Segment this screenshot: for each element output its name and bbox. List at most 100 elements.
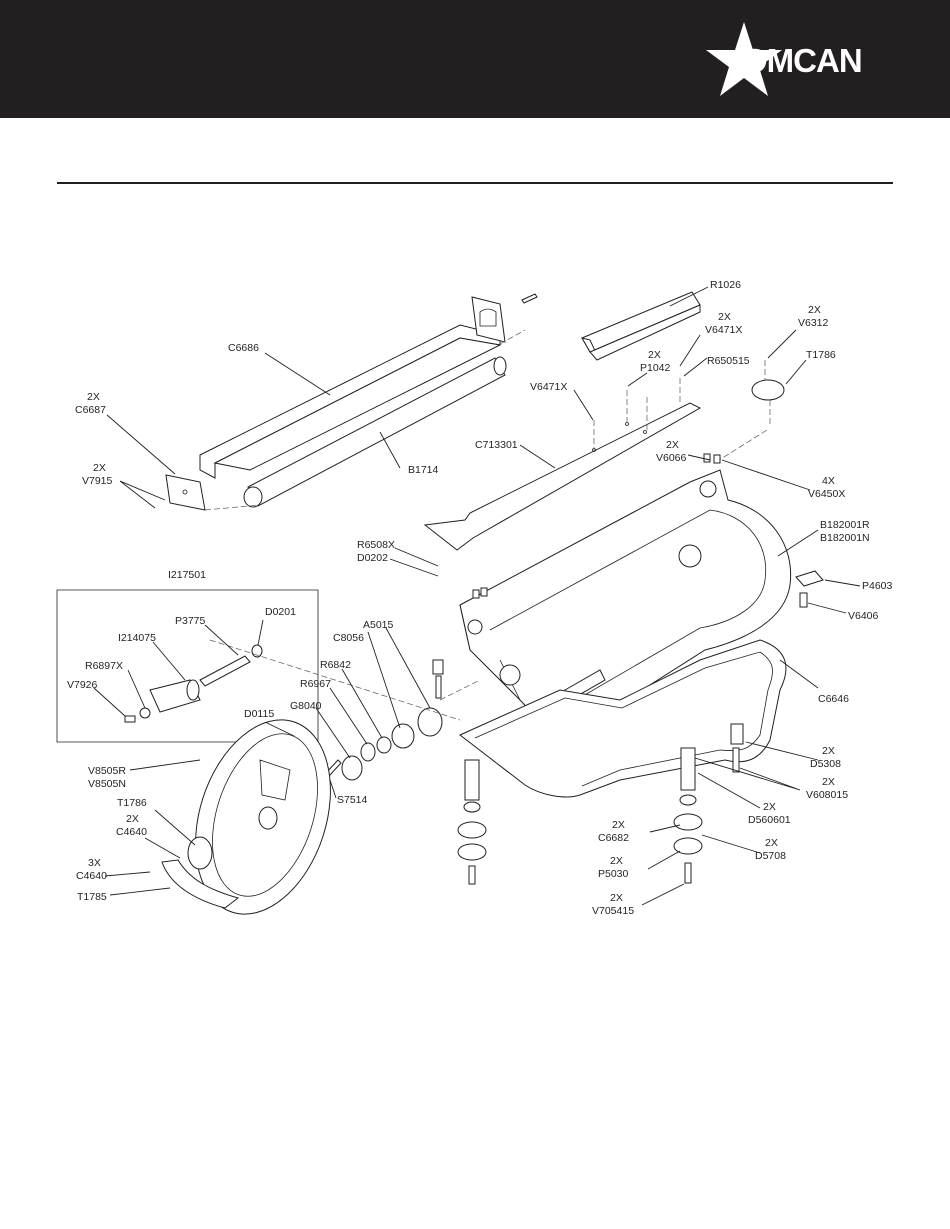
leader-lines: [93, 286, 861, 906]
end-cap-top: [471, 296, 506, 343]
screw-v7926: [124, 715, 136, 723]
dash-line: [593, 378, 681, 450]
label-c6646: C6646: [818, 693, 849, 705]
label-c6687: C6687: [75, 404, 106, 416]
cover-c6686: [199, 324, 502, 479]
label-qty: 2X: [666, 439, 679, 451]
pivot-i214075: [149, 679, 201, 713]
label-r6508x: R6508X: [357, 539, 395, 551]
main-body-b182001: [459, 469, 792, 743]
foot-left: [432, 659, 487, 885]
label-qty: 2X: [822, 745, 835, 757]
label-c6686: C6686: [228, 342, 259, 354]
label-b1714: B1714: [408, 464, 439, 476]
label-i217501: I217501: [168, 569, 206, 581]
label-b182001n: B182001N: [820, 532, 870, 544]
label-c4640: C4640: [76, 870, 107, 882]
label-i214075: I214075: [118, 632, 156, 644]
roller-b1714: [243, 356, 507, 508]
omcan-star-logo-icon: [706, 22, 782, 96]
label-v6471x: V6471X: [530, 381, 567, 393]
label-v6066: V6066: [656, 452, 687, 464]
label-r6967: R6967: [300, 678, 331, 690]
screws-v6066: [472, 453, 721, 599]
label-qty: 2X: [126, 813, 139, 825]
label-s7514: S7514: [337, 794, 368, 806]
foot-right: [673, 723, 744, 884]
label-v6406: V6406: [848, 610, 879, 622]
label-v705415: V705415: [592, 905, 634, 917]
label-v608015: V608015: [806, 789, 848, 801]
guard-c713301: [423, 402, 702, 551]
cap-t1786-wheel: [187, 836, 213, 870]
label-v6312: V6312: [798, 317, 829, 329]
label-qty: 2X: [610, 855, 623, 867]
label-p1042: P1042: [640, 362, 671, 374]
part-r6967: [360, 742, 376, 762]
label-qty: 2X: [610, 892, 623, 904]
wheel-v8505: [195, 719, 331, 915]
label-qty: 2X: [93, 462, 106, 474]
label-t1785: T1785: [77, 891, 107, 903]
label-c4640: C4640: [116, 826, 147, 838]
page-header: OMCAN: [0, 0, 950, 118]
screw-top: [521, 293, 538, 304]
label-b182001r: B182001R: [820, 519, 870, 531]
label-r650515: R650515: [707, 355, 750, 367]
label-d0202: D0202: [357, 552, 388, 564]
part-r6842: [376, 736, 392, 754]
label-c8056: C8056: [333, 632, 364, 644]
label-d560601: D560601: [748, 814, 791, 826]
label-r1026: R1026: [710, 279, 741, 291]
label-c713301: C713301: [475, 439, 518, 451]
plate-p4603: [795, 570, 824, 587]
label-d5308: D5308: [810, 758, 841, 770]
screw-v6406: [799, 592, 808, 608]
label-g8040: G8040: [290, 700, 322, 712]
end-cap-c6687: [165, 474, 206, 511]
label-r6897x: R6897X: [85, 660, 123, 672]
label-v7926: V7926: [67, 679, 98, 691]
label-qty: 2X: [808, 304, 821, 316]
label-v8505r: V8505R: [88, 765, 126, 777]
label-p5030: P5030: [598, 868, 629, 880]
label-a5015: A5015: [363, 619, 394, 631]
guard-t1785: [161, 859, 240, 909]
label-qty: 2X: [822, 776, 835, 788]
label-qty: 2X: [87, 391, 100, 403]
label-d0201: D0201: [265, 606, 296, 618]
label-v8505n: V8505N: [88, 778, 126, 790]
label-c6682: C6682: [598, 832, 629, 844]
label-qty: 4X: [822, 475, 835, 487]
label-v6450x: V6450X: [808, 488, 845, 500]
washer-r6897x: [139, 707, 151, 719]
dash-line: [204, 329, 526, 511]
label-t1786: T1786: [806, 349, 836, 361]
label-p3775: P3775: [175, 615, 206, 627]
label-t1786-wheel: T1786: [117, 797, 147, 809]
base-plate-c6646: [459, 639, 787, 798]
label-qty: 2X: [763, 801, 776, 813]
label-r6842: R6842: [320, 659, 351, 671]
label-p4603: P4603: [862, 580, 893, 592]
label-d5708: D5708: [755, 850, 786, 862]
dash-line: [715, 360, 771, 463]
part-a5015: [417, 707, 443, 737]
brand-logo-text: OMCAN: [742, 42, 863, 79]
label-qty: 2X: [612, 819, 625, 831]
dash-line: [209, 639, 481, 721]
label-qty: 2X: [648, 349, 661, 361]
label-qty: 3X: [88, 857, 101, 869]
label-qty: 2X: [765, 837, 778, 849]
label-d0115: D0115: [244, 708, 274, 720]
shaft-p3775: [199, 655, 251, 687]
label-v6471x: V6471X: [705, 324, 742, 336]
part-c8056: [391, 723, 415, 749]
tray-r1026: [580, 291, 701, 361]
label-v7915: V7915: [82, 475, 113, 487]
header-rule: [57, 182, 893, 184]
part-g8040: [341, 755, 363, 781]
label-qty: 2X: [718, 311, 731, 323]
cap-t1786: [751, 379, 785, 401]
